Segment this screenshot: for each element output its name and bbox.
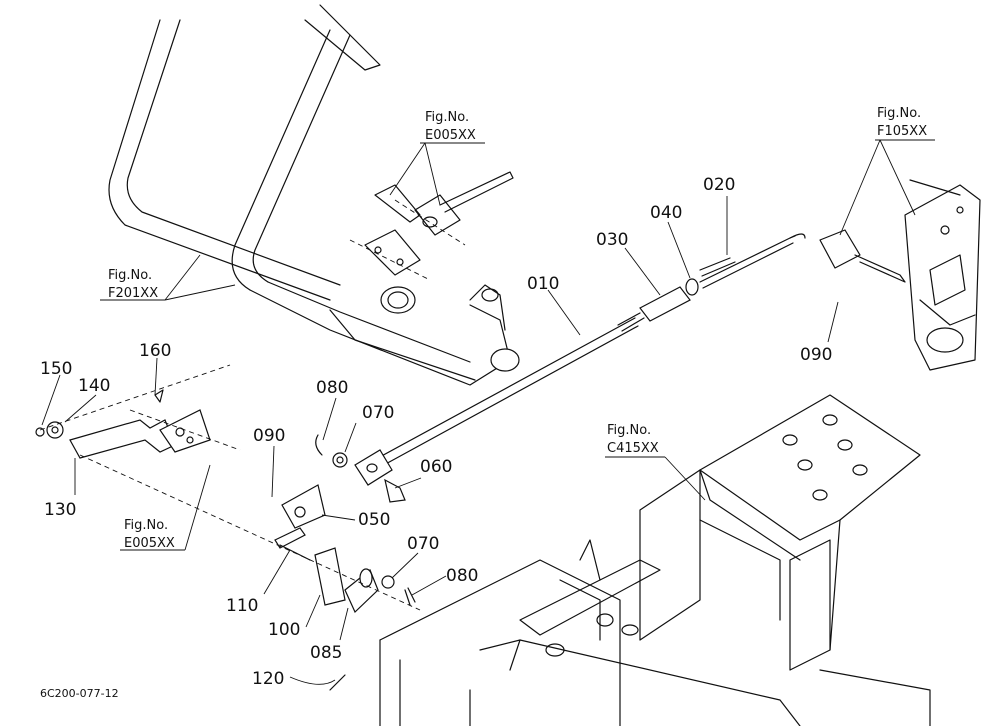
fig-ref-line1: Fig.No. (877, 106, 921, 121)
part-label-040: 040 (650, 203, 682, 223)
fig-ref-e005-top: Fig.No. E005XX (425, 110, 476, 143)
fig-ref-f201: Fig.No. F201XX (108, 268, 158, 301)
rod-assembly-drawing (354, 233, 806, 503)
part-label-085: 085 (310, 643, 342, 663)
part-label-120: 120 (252, 669, 284, 689)
part-label-080-lower: 080 (446, 566, 478, 586)
fig-ref-c415: Fig.No. C415XX (607, 423, 659, 456)
lower-link-drawing (79, 434, 421, 614)
fig-ref-line2: F105XX (877, 124, 927, 139)
fig-ref-line1: Fig.No. (108, 268, 152, 283)
part-label-110: 110 (226, 596, 258, 616)
leader-lines (41, 139, 935, 691)
fig-ref-f105: Fig.No. F105XX (877, 106, 927, 139)
part-label-150: 150 (40, 359, 72, 379)
part-label-010: 010 (527, 274, 559, 294)
drawing-code: 6C200-077-12 (40, 687, 119, 700)
fig-ref-line2: E005XX (425, 128, 476, 143)
part-label-090-right: 090 (800, 345, 832, 365)
fig-ref-line1: Fig.No. (607, 423, 651, 438)
part-label-100: 100 (268, 620, 300, 640)
right-bracket-drawing (819, 179, 981, 371)
part-label-160: 160 (139, 341, 171, 361)
part-label-070-lower: 070 (407, 534, 439, 554)
fig-ref-line2: E005XX (124, 536, 175, 551)
part-label-070-upper: 070 (362, 403, 394, 423)
frame-bar-drawing (108, 4, 520, 386)
part-label-090-left: 090 (253, 426, 285, 446)
part-label-030: 030 (596, 230, 628, 250)
left-lever-drawing (35, 364, 241, 459)
fig-ref-line2: C415XX (607, 441, 659, 456)
part-labels: 010 020 030 040 050 060 070 070 080 080 … (40, 175, 832, 689)
fig-ref-line1: Fig.No. (425, 110, 469, 125)
chassis-drawing (379, 394, 931, 726)
part-label-080-upper: 080 (316, 378, 348, 398)
part-label-060: 060 (420, 457, 452, 477)
fig-ref-line2: F201XX (108, 286, 158, 301)
part-label-050: 050 (358, 510, 390, 530)
fig-ref-line1: Fig.No. (124, 518, 168, 533)
part-label-140: 140 (78, 376, 110, 396)
fig-ref-e005-left: Fig.No. E005XX (124, 518, 175, 551)
part-label-020: 020 (703, 175, 735, 195)
upper-clevis-drawing (349, 171, 514, 281)
part-label-130: 130 (44, 500, 76, 520)
